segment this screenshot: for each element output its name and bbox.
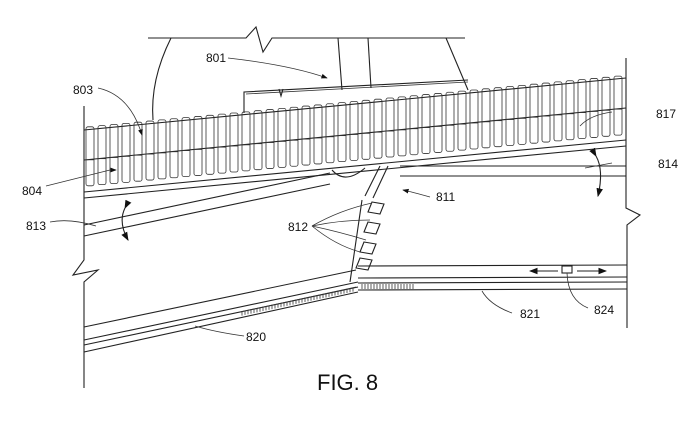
corrugation-rib	[577, 79, 587, 140]
corrugation-rib	[265, 109, 275, 169]
corrugation-rib	[313, 104, 323, 165]
figure-caption: FIG. 8	[317, 370, 378, 395]
corrugation-rib	[217, 113, 227, 174]
corrugation-rib	[145, 120, 155, 181]
corrugation-rib	[277, 107, 287, 168]
corrugation-rib	[541, 82, 551, 143]
plate-820	[83, 269, 359, 353]
steps-812	[349, 199, 385, 283]
corrugation-rib	[469, 89, 479, 150]
corrugation-rib	[517, 84, 527, 145]
corrugation-rib	[373, 98, 383, 159]
corrugation-rib	[229, 112, 239, 173]
corrugation-rib	[121, 122, 131, 183]
corrugation-rib	[433, 93, 443, 153]
corrugation-rib	[493, 87, 503, 148]
label-813: 813	[26, 219, 46, 233]
leader-lines	[45, 57, 613, 337]
corrugation-rib	[505, 86, 515, 146]
reference-labels: 801 803 804 811 812 813 814 817 820 821 …	[22, 51, 678, 395]
corrugation-ribs	[85, 75, 623, 187]
corrugation-rib	[457, 90, 467, 151]
label-817: 817	[656, 107, 676, 121]
corrugation-rib	[361, 99, 371, 160]
corrugation-rib	[289, 106, 299, 167]
corrugation-rib	[421, 94, 431, 154]
corrugation-rib	[481, 88, 491, 149]
corrugation-rib	[193, 116, 203, 176]
corrugation-rib	[169, 118, 179, 179]
corrugation-rib	[109, 124, 119, 184]
label-811: 811	[436, 190, 455, 204]
corrugation-rib	[445, 91, 455, 152]
corrugation-rib	[85, 126, 95, 187]
label-814: 814	[658, 157, 678, 171]
corrugation-rib	[205, 114, 215, 175]
hatching-820	[241, 287, 354, 316]
slider-824	[561, 265, 573, 274]
arm-813	[83, 172, 331, 241]
side-walls	[71, 58, 642, 388]
label-820: 820	[246, 330, 266, 344]
corrugation-rib	[613, 75, 623, 136]
corrugation-rib	[241, 111, 251, 172]
bracket-801	[243, 79, 469, 113]
top-frame	[148, 25, 469, 121]
corrugated-member	[83, 75, 627, 199]
corrugation-rib	[301, 105, 311, 166]
corrugation-rib	[565, 80, 575, 141]
corrugation-rib	[529, 83, 539, 144]
label-812: 812	[288, 220, 308, 234]
corrugation-rib	[397, 96, 407, 157]
label-824: 824	[594, 303, 614, 317]
corrugation-rib	[385, 97, 395, 158]
corrugation-rib	[601, 76, 611, 137]
corrugation-rib	[337, 102, 347, 163]
corrugation-rib	[349, 101, 359, 161]
label-803: 803	[73, 83, 93, 97]
label-801: 801	[206, 51, 226, 65]
label-821: 821	[520, 307, 540, 321]
hatching-821	[361, 284, 414, 289]
corrugation-rib	[253, 110, 263, 171]
arm-814	[400, 147, 626, 198]
label-804: 804	[22, 184, 42, 198]
corrugation-rib	[325, 103, 335, 164]
corrugation-rib	[157, 119, 167, 180]
corrugation-rib	[181, 117, 191, 177]
corrugation-rib	[589, 78, 599, 138]
corrugation-rib	[97, 125, 107, 186]
corrugation-rib	[553, 81, 563, 142]
plate-821	[357, 264, 628, 291]
corrugation-rib	[409, 95, 419, 156]
corrugation-rib	[133, 121, 143, 182]
hinge-811	[331, 165, 389, 199]
